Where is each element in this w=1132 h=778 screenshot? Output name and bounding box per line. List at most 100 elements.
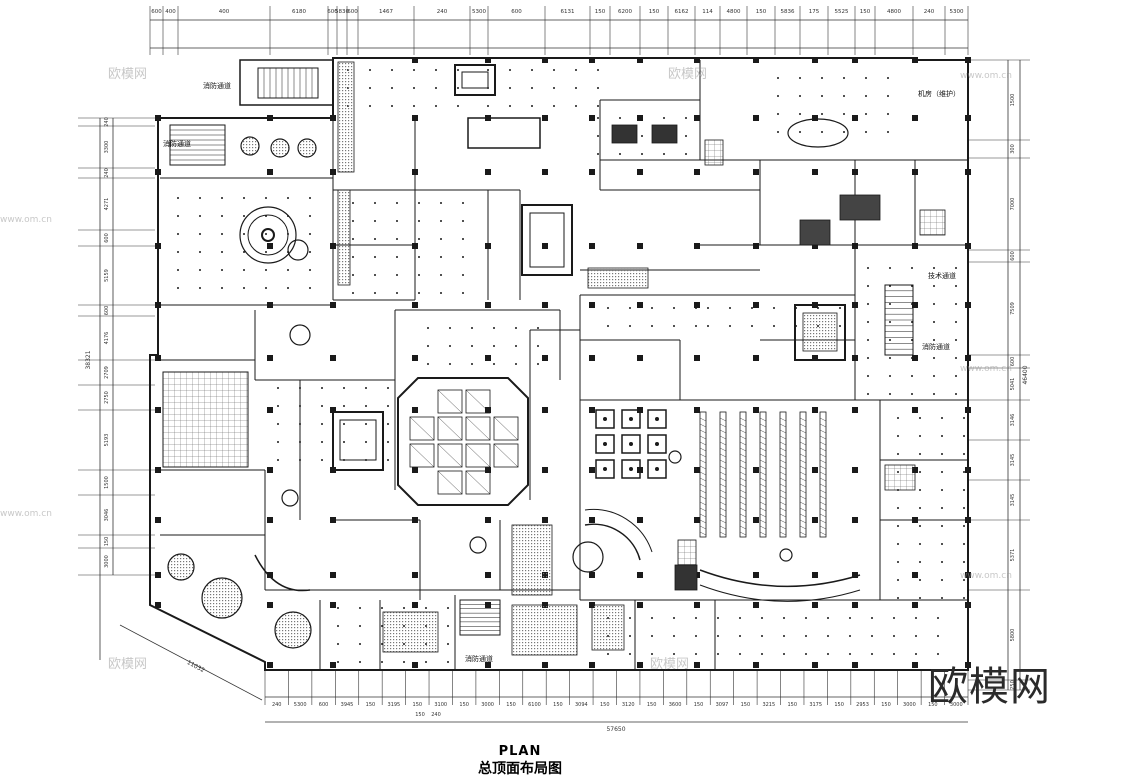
downlight xyxy=(369,87,371,89)
right-dim-label: 5800 xyxy=(1010,629,1016,642)
column xyxy=(589,407,595,413)
atrium-coffer xyxy=(437,416,463,441)
coffer-diag xyxy=(493,443,519,468)
column xyxy=(753,407,759,413)
atrium-outline xyxy=(397,377,529,506)
strip-hatch xyxy=(739,453,747,458)
light-strip xyxy=(779,411,787,538)
downlight xyxy=(729,307,731,309)
downlight xyxy=(309,233,311,235)
top-dim-label: 5300 xyxy=(950,9,964,15)
strip-hatch xyxy=(779,429,787,434)
strip-hatch xyxy=(819,501,827,506)
downlight xyxy=(739,653,741,655)
downlight xyxy=(457,69,459,71)
strip-hatch xyxy=(819,483,827,488)
downlight xyxy=(941,471,943,473)
top-dim-label: 6162 xyxy=(675,9,689,15)
strip-hatch xyxy=(739,501,747,506)
downlight xyxy=(515,345,517,347)
strip-hatch xyxy=(779,423,787,428)
strip-hatch xyxy=(799,429,807,434)
downlight xyxy=(695,325,697,327)
downlight xyxy=(553,87,555,89)
column xyxy=(812,57,818,63)
downlight xyxy=(919,561,921,563)
strip-hatch xyxy=(819,453,827,458)
downlight xyxy=(889,303,891,305)
downlight xyxy=(685,153,687,155)
strip-hatch xyxy=(719,441,727,446)
strip-hatch xyxy=(779,513,787,518)
column xyxy=(412,302,418,308)
right-dim-label: 7509 xyxy=(1010,302,1016,315)
downlight xyxy=(889,339,891,341)
downlight xyxy=(867,267,869,269)
column xyxy=(155,355,161,361)
coffer-light xyxy=(603,467,607,471)
label-equipment-room: 机房（维护） xyxy=(918,89,960,98)
downlight xyxy=(919,597,921,599)
strip-hatch xyxy=(739,519,747,524)
strip-hatch xyxy=(699,483,707,488)
strip-hatch xyxy=(819,417,827,422)
downlight xyxy=(867,393,869,395)
column xyxy=(852,602,858,608)
strip-hatch xyxy=(699,495,707,500)
bottom-dim-label: 3215 xyxy=(762,702,775,708)
downlight xyxy=(487,69,489,71)
downlight xyxy=(941,453,943,455)
column xyxy=(485,302,491,308)
column xyxy=(753,572,759,578)
downlight xyxy=(933,357,935,359)
downlight xyxy=(839,307,841,309)
atrium-coffer xyxy=(437,443,463,468)
top-dim-label: 600 xyxy=(511,9,522,15)
strip-hatch xyxy=(739,495,747,500)
downlight xyxy=(337,625,339,627)
coffer-light xyxy=(629,442,633,446)
column xyxy=(637,115,643,121)
downlight xyxy=(933,267,935,269)
downlight xyxy=(607,325,609,327)
light-strip xyxy=(819,411,827,538)
downlight xyxy=(440,220,442,222)
downlight xyxy=(955,393,957,395)
strip-hatch xyxy=(739,489,747,494)
downlight xyxy=(352,220,354,222)
top-dim-label: 400 xyxy=(165,9,176,15)
top-dim-label: 5525 xyxy=(835,9,849,15)
column xyxy=(965,572,971,578)
downlight xyxy=(821,77,823,79)
downlight xyxy=(352,274,354,276)
left-dim-label: 3300 xyxy=(104,141,110,154)
strip-hatch xyxy=(739,447,747,452)
right-dim-label: 600 xyxy=(1010,357,1016,367)
downlight xyxy=(403,607,405,609)
coffer-square xyxy=(647,434,667,454)
downlight xyxy=(641,135,643,137)
column xyxy=(812,115,818,121)
downlight xyxy=(941,525,943,527)
left-dim-label: 240 xyxy=(104,168,110,178)
downlight xyxy=(243,197,245,199)
downlight xyxy=(440,256,442,258)
column xyxy=(155,572,161,578)
downlight xyxy=(915,653,917,655)
downlight xyxy=(821,113,823,115)
diagonal-dim-label: 11032 xyxy=(186,659,206,674)
downlight xyxy=(597,153,599,155)
strip-hatch xyxy=(719,489,727,494)
downlight xyxy=(933,285,935,287)
column xyxy=(155,243,161,249)
bottom-dim-label: 3120 xyxy=(622,702,635,708)
bottom-dim-label: 150 xyxy=(787,702,797,708)
column xyxy=(542,57,548,63)
pendant-ring xyxy=(247,214,289,256)
downlight xyxy=(619,117,621,119)
downlight xyxy=(343,423,345,425)
downlight xyxy=(449,327,451,329)
top-dim-label: 4800 xyxy=(727,9,741,15)
column xyxy=(965,355,971,361)
right-dim-label: 1500 xyxy=(1010,94,1016,107)
